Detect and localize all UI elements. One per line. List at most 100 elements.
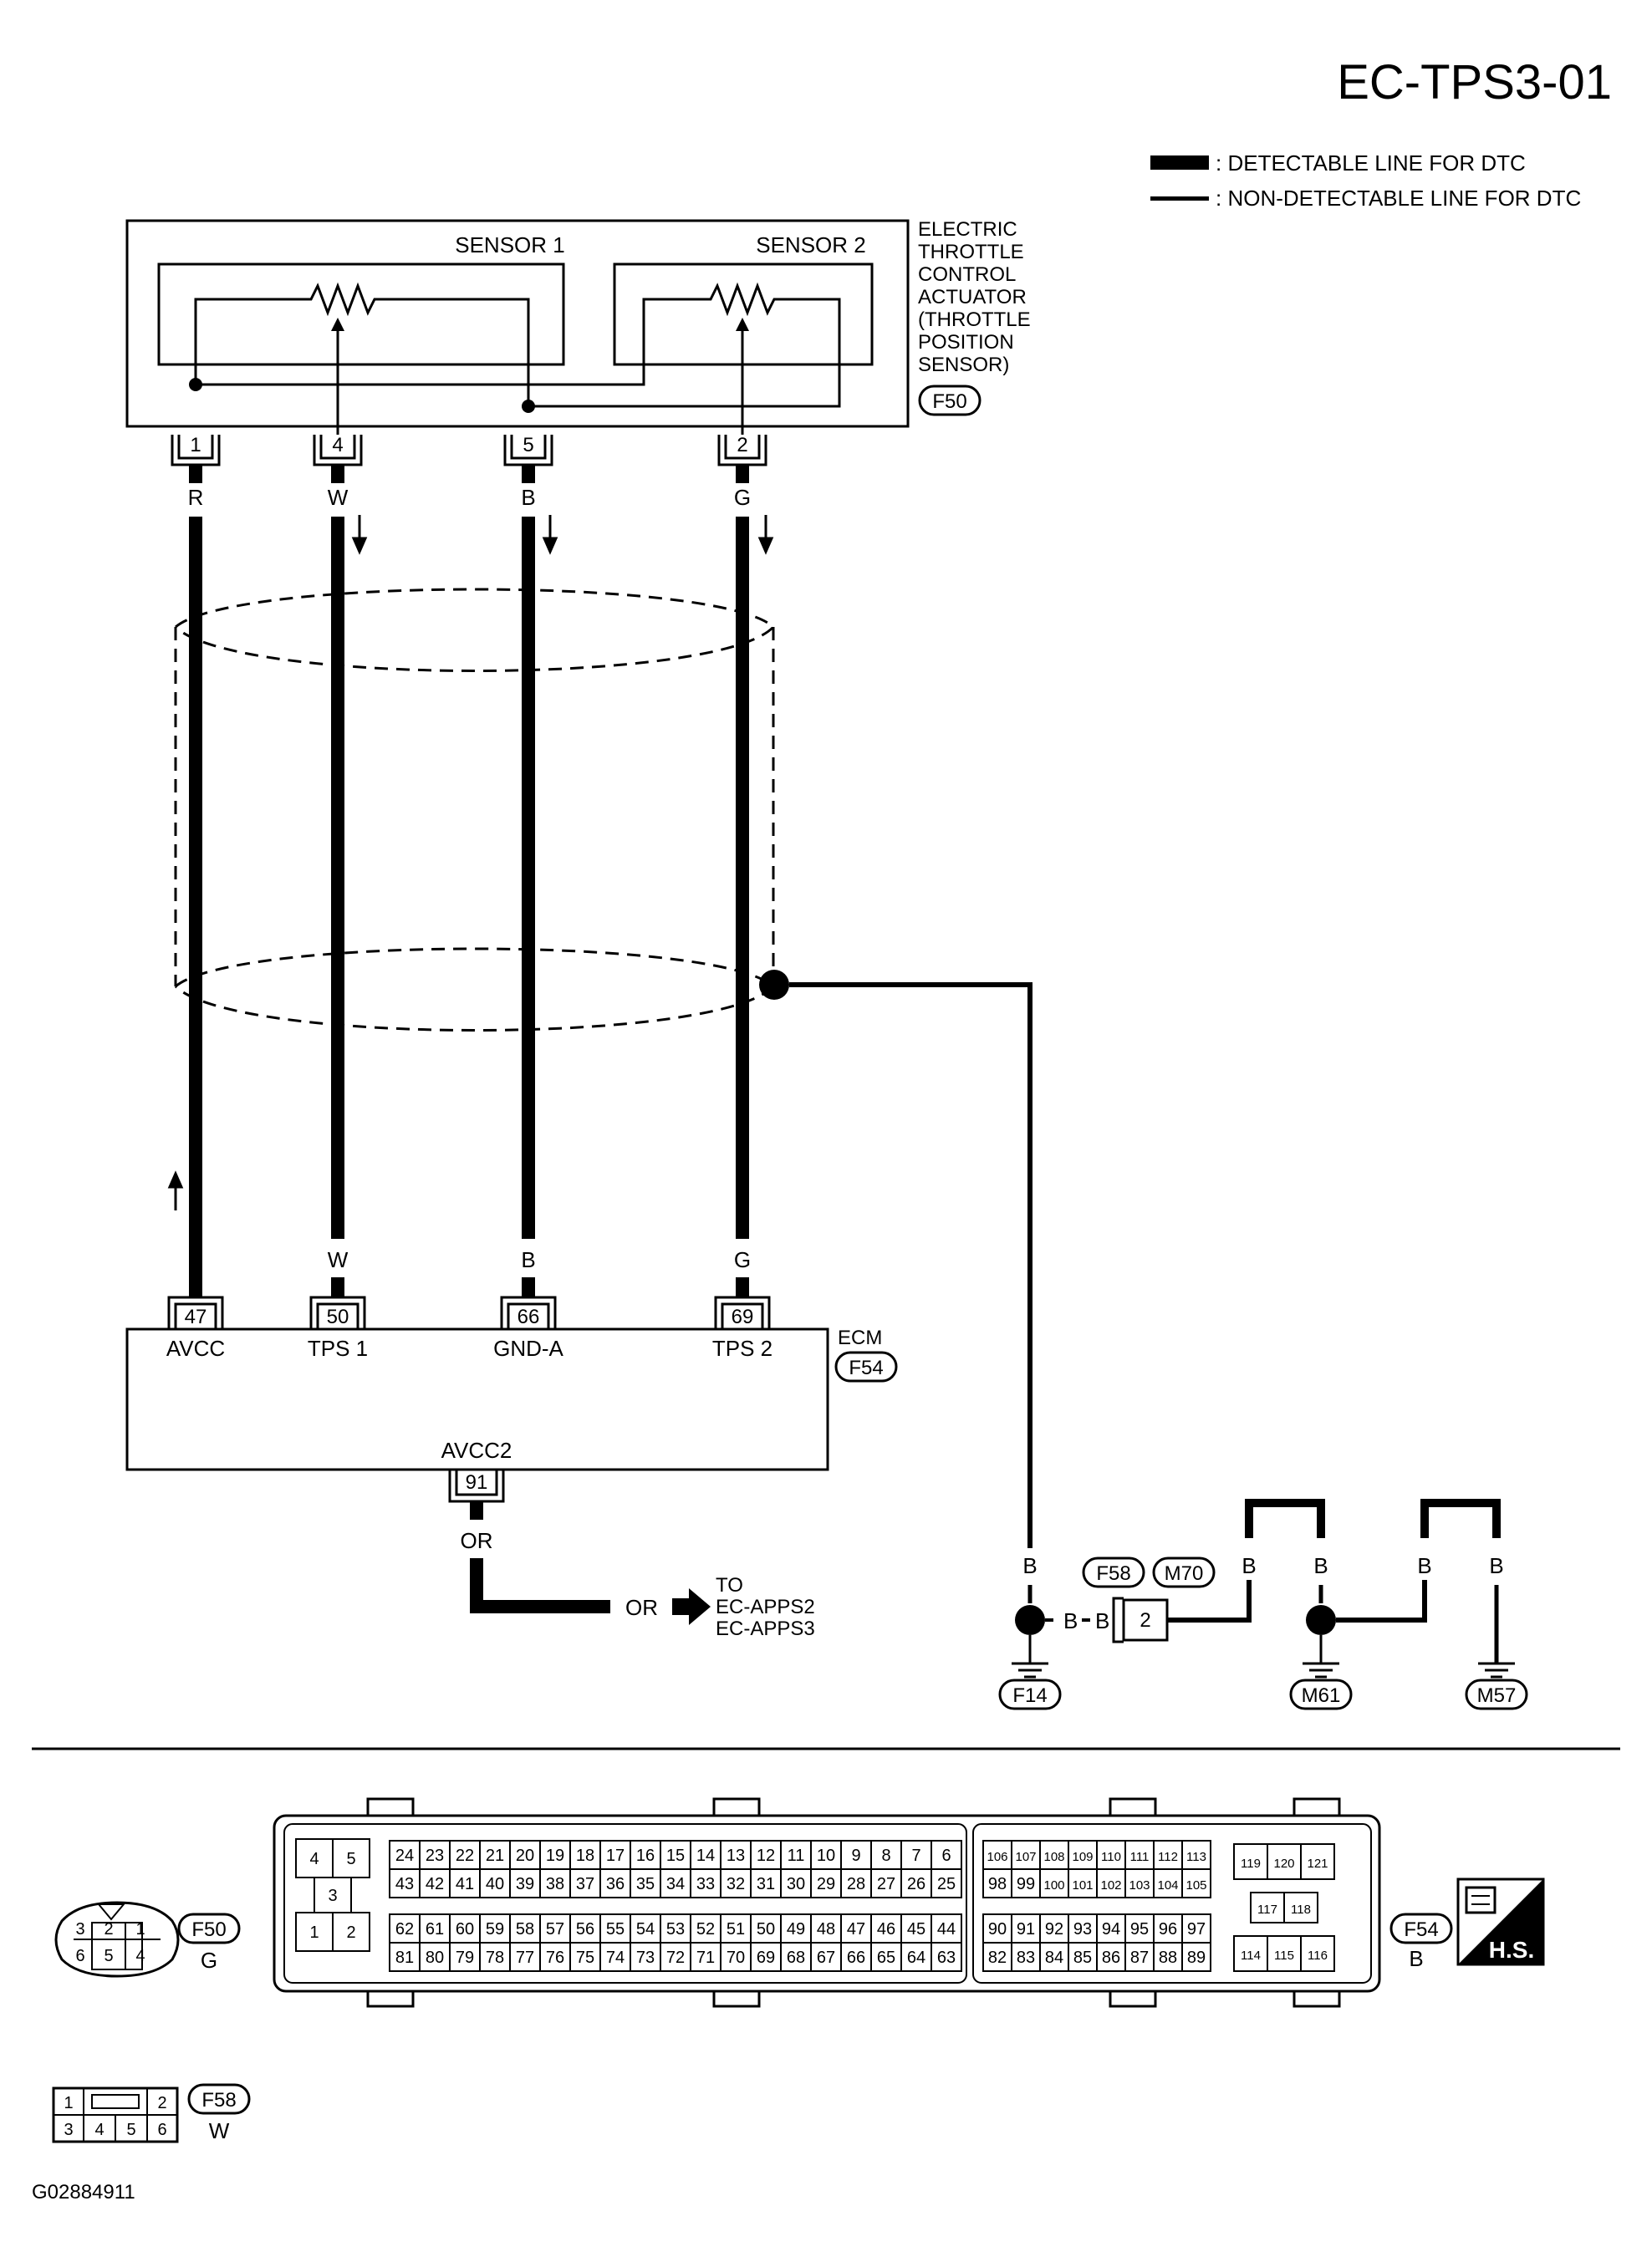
legend-detectable-swatch xyxy=(1150,155,1209,170)
shield xyxy=(174,588,776,1032)
f54-pin-cell xyxy=(1181,1942,1211,1972)
f50-face-label: F50 xyxy=(191,1918,226,1941)
f54-pin: 71 xyxy=(696,1949,715,1967)
ground-m57-label: M57 xyxy=(1477,1684,1517,1707)
f58-pin: 5 xyxy=(126,2121,135,2139)
sensor2-label: SENSOR 2 xyxy=(756,232,866,257)
f54-pin: 101 xyxy=(1072,1878,1093,1893)
actuator-pin-number: 4 xyxy=(332,434,343,456)
wire-tps1 xyxy=(331,465,344,483)
f54-pin: 1 xyxy=(309,1923,319,1942)
f54-pin: 52 xyxy=(696,1920,715,1939)
f54-pin: 43 xyxy=(395,1875,414,1893)
f54-pin: 74 xyxy=(606,1949,625,1967)
detectable-wires xyxy=(189,465,749,1297)
ground-wire-color: B xyxy=(1313,1553,1328,1578)
actuator-label-line: SENSOR) xyxy=(918,354,1009,376)
f54-pin: 42 xyxy=(426,1875,444,1893)
f54-pin: 90 xyxy=(988,1920,1007,1939)
f50-connector-face: 3 2 1 6 5 4 F50 G xyxy=(54,1901,241,1978)
f54-pin: 47 xyxy=(847,1920,865,1939)
sensor1-label: SENSOR 1 xyxy=(455,232,565,257)
actuator-pin-number: 5 xyxy=(523,434,533,456)
f54-pin: 53 xyxy=(666,1920,685,1939)
actuator-connector-label: F50 xyxy=(932,390,966,413)
f54-pin: 44 xyxy=(937,1920,956,1939)
wire-color-label: W xyxy=(328,1247,349,1272)
ecm-avcc2-label: AVCC2 xyxy=(441,1438,512,1463)
f54-pin: 109 xyxy=(1072,1850,1093,1864)
f54-pin: 115 xyxy=(1274,1949,1294,1963)
f54-pin: 35 xyxy=(636,1875,655,1893)
ground-wire-color: B xyxy=(1242,1553,1256,1578)
f50-face-color: G xyxy=(201,1948,217,1973)
f54-pin: 64 xyxy=(907,1949,925,1967)
f54-pin: 118 xyxy=(1291,1903,1311,1917)
wire-tps2 xyxy=(736,465,749,483)
f54-pin: 102 xyxy=(1100,1878,1121,1893)
f54-pin-cell xyxy=(1300,1935,1335,1972)
junction-dot xyxy=(522,400,535,413)
wire-avcc xyxy=(189,465,202,483)
f54-pin: 25 xyxy=(937,1875,956,1893)
f54-pin: 96 xyxy=(1159,1920,1177,1939)
f54-pin: 60 xyxy=(456,1920,474,1939)
f54-pin: 105 xyxy=(1185,1878,1206,1893)
f54-pin: 68 xyxy=(787,1949,805,1967)
ground-wire-color: B xyxy=(1022,1553,1037,1578)
ecm-wire-stubs xyxy=(189,1277,749,1297)
actuator-pin-number: 1 xyxy=(190,434,201,456)
f54-pin: 34 xyxy=(666,1875,685,1893)
to-ref-line: TO xyxy=(716,1574,743,1597)
to-arrow xyxy=(672,1588,711,1625)
f50-pin: 4 xyxy=(135,1947,145,1965)
f54-pin: 69 xyxy=(757,1949,775,1967)
junction-dot xyxy=(189,378,202,391)
avcc2-wire-stub xyxy=(470,1501,483,1520)
page-title: EC-TPS3-01 xyxy=(1337,55,1612,110)
direction-arrows xyxy=(167,515,774,1210)
ecm-label: ECM xyxy=(838,1327,882,1349)
f54-pin: 24 xyxy=(395,1847,414,1865)
f54-pin: 14 xyxy=(696,1847,715,1865)
f54-pin: 21 xyxy=(486,1847,504,1865)
wire-color-label: B xyxy=(521,485,535,510)
f54-pin: 29 xyxy=(817,1875,835,1893)
wire-color-label: G xyxy=(734,485,751,510)
f54-pin: 119 xyxy=(1241,1857,1261,1871)
f54-pin: 76 xyxy=(546,1949,564,1967)
f54-pin: 95 xyxy=(1130,1920,1149,1939)
actuator-label-line: CONTROL xyxy=(918,263,1016,286)
f54-pin: 36 xyxy=(606,1875,625,1893)
f54-pin: 63 xyxy=(937,1949,956,1967)
f54-pin: 10 xyxy=(817,1847,835,1865)
f54-pin: 66 xyxy=(847,1949,865,1967)
f50-pin: 5 xyxy=(104,1947,113,1965)
wire-tps1 xyxy=(331,517,344,1239)
f54-pin: 16 xyxy=(636,1847,655,1865)
to-wire-color: OR xyxy=(625,1595,658,1620)
f54-pin: 45 xyxy=(907,1920,925,1939)
f54-pin: 9 xyxy=(851,1847,860,1865)
wire-gnd xyxy=(522,465,535,483)
sensor2-wiper-arrow xyxy=(736,318,749,331)
f54-pin: 7 xyxy=(911,1847,920,1865)
f54-pin-cell xyxy=(1181,1868,1211,1898)
f54-pin: 22 xyxy=(456,1847,474,1865)
f54-pin: 81 xyxy=(395,1949,414,1967)
sensor1-potentiometer xyxy=(194,282,530,435)
f54-pin: 77 xyxy=(516,1949,534,1967)
sensor1-wiper-arrow xyxy=(331,318,344,331)
avcc2-pin-number: 91 xyxy=(466,1471,488,1494)
f54-pin-cell xyxy=(1283,1892,1318,1923)
f58-pin: 4 xyxy=(94,2121,104,2139)
f54-pin: 8 xyxy=(881,1847,890,1865)
f54-pin: 99 xyxy=(1017,1875,1035,1893)
f58-label: F58 xyxy=(1096,1562,1130,1585)
ecm-terminal-label: TPS 1 xyxy=(308,1336,368,1361)
f58-connector-face: 1 2 3 4 5 6 F58 W xyxy=(52,2083,251,2143)
ecm-connector-label: F54 xyxy=(849,1357,883,1379)
f54-pin: 89 xyxy=(1187,1949,1206,1967)
wire-gnd xyxy=(522,517,535,1239)
f54-pin: 49 xyxy=(787,1920,805,1939)
